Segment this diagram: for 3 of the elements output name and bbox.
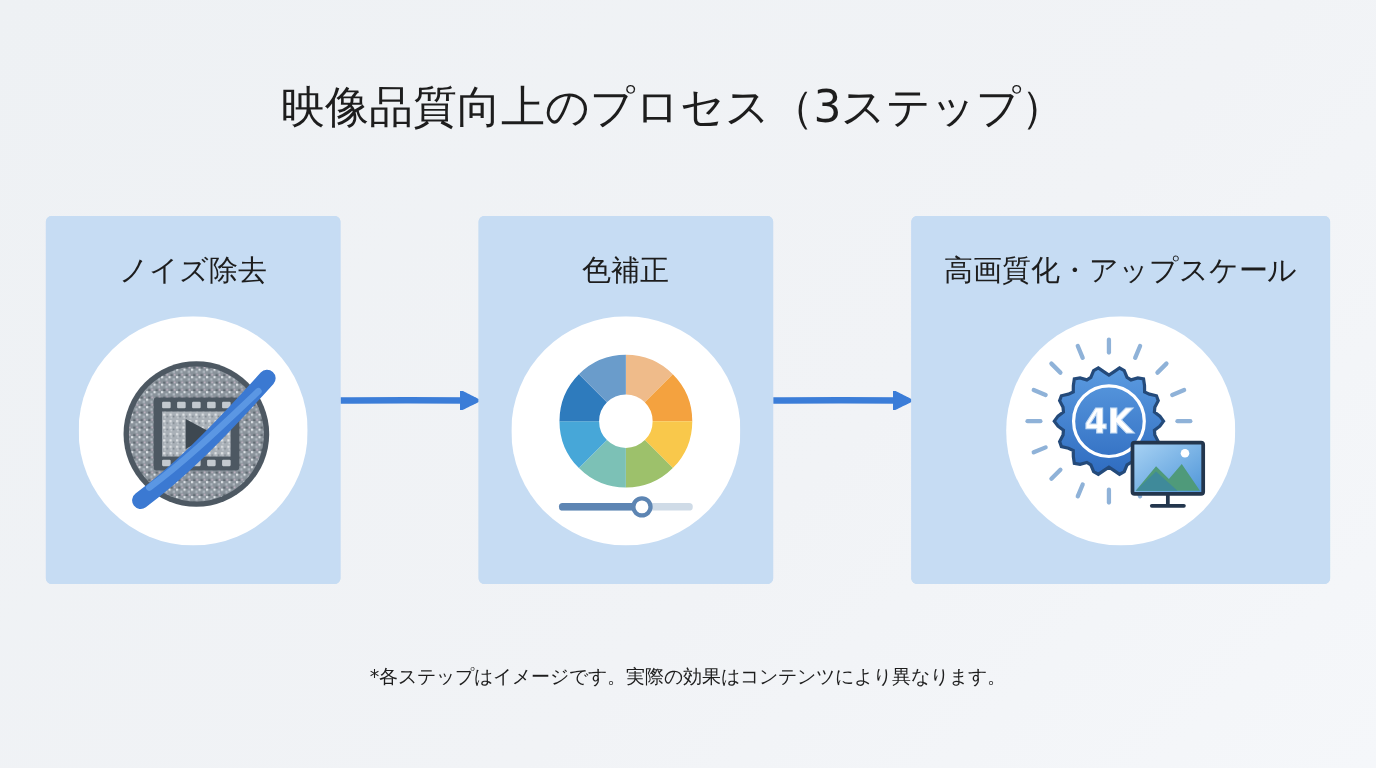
- badge-text: 4K: [1084, 401, 1134, 440]
- caption-note: *各ステップはイメージです。実際の効果はコンテンツにより異なります。: [369, 664, 1007, 689]
- diagram-title: 映像品質向上のプロセス（3ステップ）: [280, 80, 1066, 134]
